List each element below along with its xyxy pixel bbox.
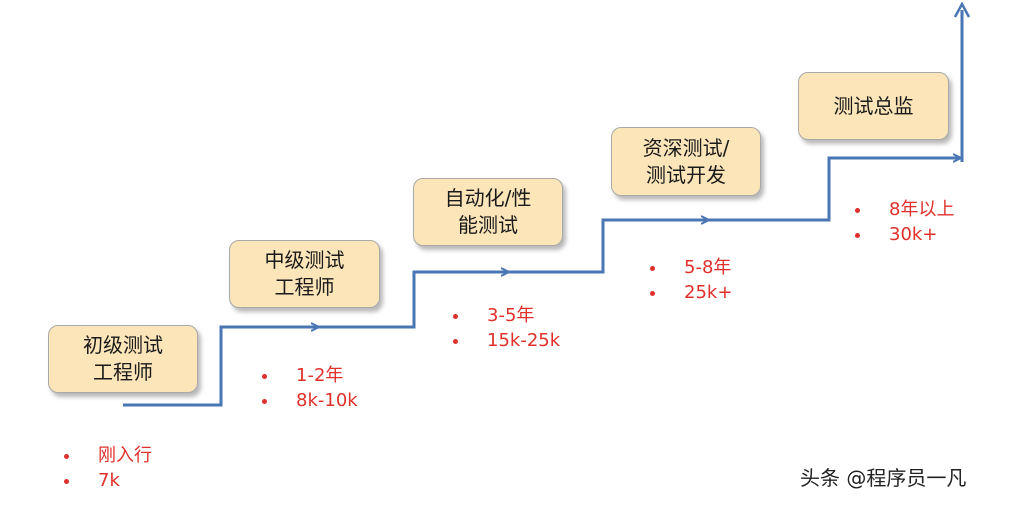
years-text: 刚入行: [98, 445, 152, 466]
years-text: 3-5年: [487, 305, 535, 326]
bullet-icon: [64, 479, 69, 484]
bullet-icon: [453, 314, 458, 319]
level-box-director: 测试总监: [798, 72, 949, 140]
step-line-4: [708, 156, 960, 222]
salary-text: 15k-25k: [487, 330, 561, 351]
note-item: 8年以上: [855, 197, 954, 222]
note-item: 8k-10k: [262, 388, 358, 413]
salary-text: 7k: [98, 470, 120, 491]
years-text: 8年以上: [889, 199, 955, 220]
note-item: 30k+: [855, 222, 954, 247]
level-box-intermediate: 中级测试 工程师: [229, 240, 380, 308]
step-line-2: [318, 270, 508, 329]
level-box-automation: 自动化/性 能测试: [413, 178, 563, 246]
note-item: 刚入行: [64, 443, 152, 468]
note-item: 15k-25k: [453, 328, 560, 353]
level-notes-junior: 刚入行 7k: [64, 443, 152, 493]
level-box-senior: 资深测试/ 测试开发: [611, 127, 761, 196]
note-item: 3-5年: [453, 303, 560, 328]
bullet-icon: [650, 291, 655, 296]
bullet-icon: [650, 266, 655, 271]
step-line-3: [508, 218, 708, 274]
step-line-1: [123, 325, 318, 407]
bullet-icon: [262, 374, 267, 379]
salary-text: 8k-10k: [296, 390, 358, 411]
level-notes-director: 8年以上 30k+: [855, 197, 954, 247]
level-notes-automation: 3-5年 15k-25k: [453, 303, 560, 353]
years-text: 1-2年: [296, 365, 344, 386]
level-box-junior: 初级测试 工程师: [48, 325, 198, 393]
bullet-icon: [453, 339, 458, 344]
level-notes-senior: 5-8年 25k+: [650, 255, 732, 305]
salary-text: 25k+: [684, 282, 733, 303]
watermark: 头条 @程序员一凡: [800, 466, 967, 490]
bullet-icon: [262, 399, 267, 404]
note-item: 1-2年: [262, 363, 358, 388]
bullet-icon: [64, 454, 69, 459]
salary-text: 30k+: [889, 224, 938, 245]
bullet-icon: [855, 208, 860, 213]
level-notes-intermediate: 1-2年 8k-10k: [262, 363, 358, 413]
note-item: 5-8年: [650, 255, 732, 280]
note-item: 7k: [64, 468, 152, 493]
bullet-icon: [855, 233, 860, 238]
note-item: 25k+: [650, 280, 732, 305]
years-text: 5-8年: [684, 257, 732, 278]
